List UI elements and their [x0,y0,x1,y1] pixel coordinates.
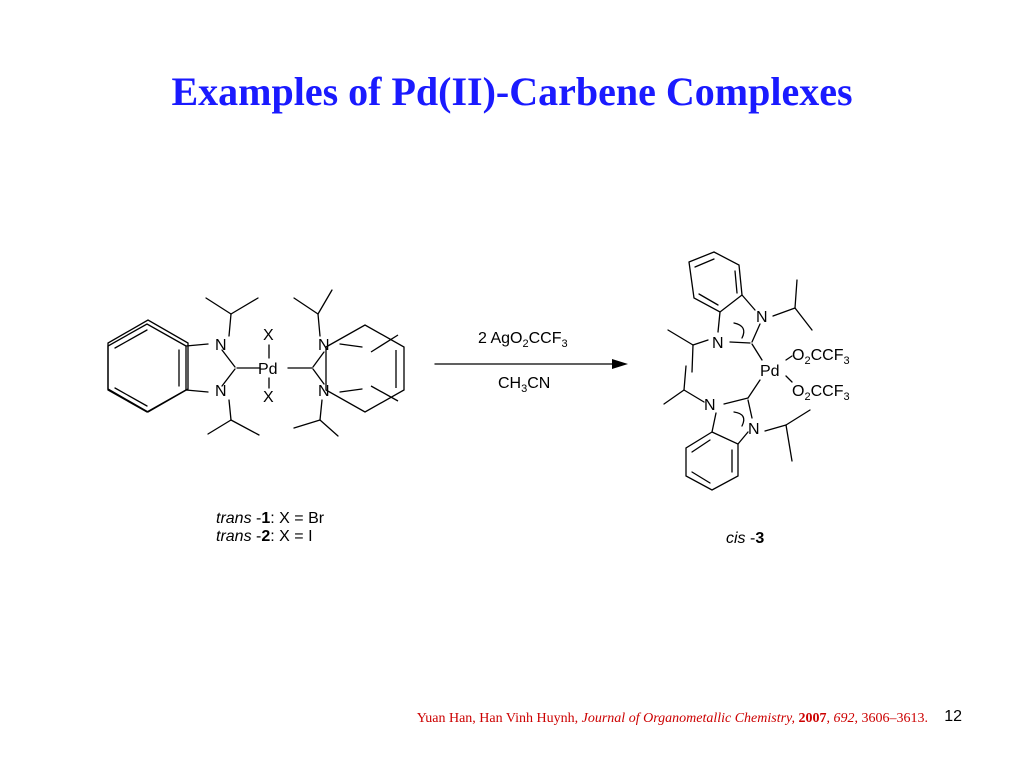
citation-journal: Journal of Organometallic Chemistry, [581,711,795,726]
compound-label-trans-1: trans -1: X = Br [216,510,325,527]
compound-label-cis-3: cis -3 [726,530,765,547]
left-n-top-a: N [215,337,227,354]
citation-pages: , 3606–3613. [854,711,929,726]
right-n-upper-right: N [756,309,768,326]
left-n-bottom-b: N [318,383,330,400]
compound-label-trans-2: trans -2: X = I [216,528,313,545]
left-pd: Pd [258,361,278,378]
citation-authors: Yuan Han, Han Vinh Huynh, [416,711,582,726]
right-n-lower-left: N [704,397,716,414]
right-ligand-bottom: O2CCF3 [792,383,850,403]
citation-year: 2007 [798,711,827,726]
solvent-below-arrow: CH3CN [498,375,550,395]
right-n-upper-left: N [712,335,724,352]
slide-title: Examples of Pd(II)-Carbene Complexes [171,69,853,114]
left-n-bottom-a: N [215,383,227,400]
page-number: 12 [944,708,962,725]
right-ligand-top: O2CCF3 [792,347,850,367]
right-pd: Pd [760,363,780,380]
left-benzimidazole-a [107,319,189,413]
left-x-top: X [263,327,274,344]
reagent-above-arrow: 2 AgO2CCF3 [478,330,568,350]
citation: Yuan Han, Han Vinh Huynh, Journal of Org… [416,711,929,726]
left-x-bottom: X [263,389,274,406]
citation-volume: 692 [833,711,855,726]
right-n-lower-right: N [748,421,760,438]
left-n-top-b: N [318,337,330,354]
